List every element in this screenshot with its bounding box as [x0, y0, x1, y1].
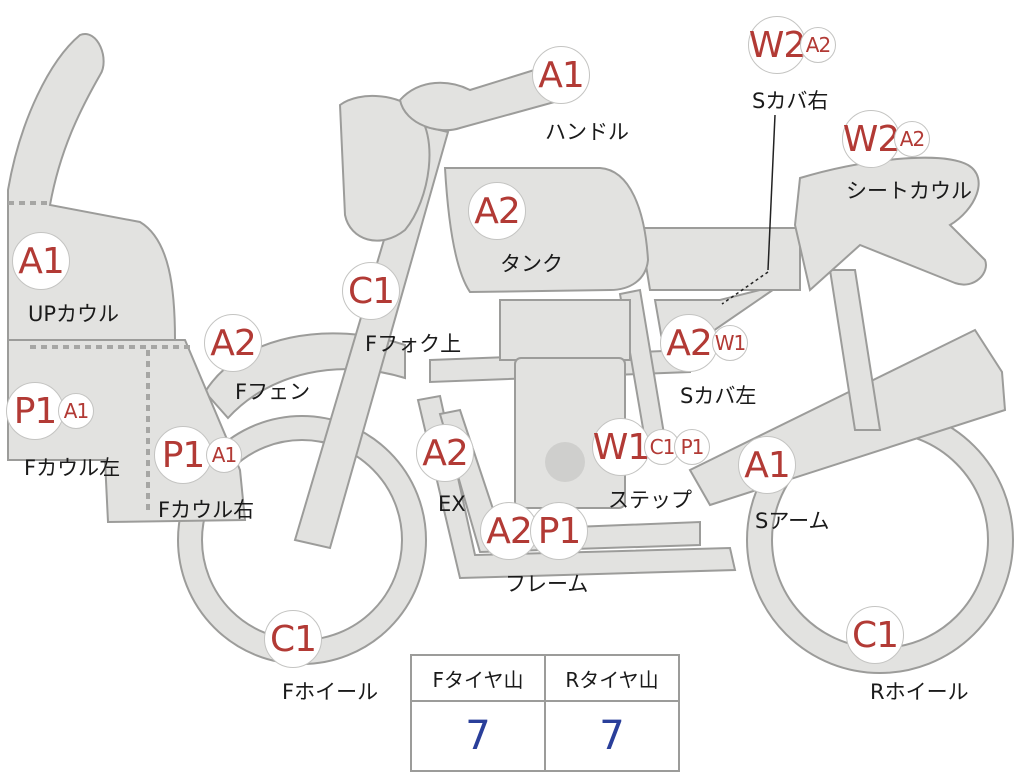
- code-badge: A2: [416, 424, 474, 482]
- ffork-marker: C1: [342, 262, 400, 320]
- frame-label: フレーム: [505, 572, 589, 596]
- code-badge: A1: [738, 436, 796, 494]
- rear-tire-tread-header: Rタイヤ山: [544, 654, 680, 702]
- sarm-marker: A1: [738, 436, 796, 494]
- code-badge: A2: [800, 27, 836, 63]
- code-badge: P1: [6, 382, 64, 440]
- code-badge: C1: [342, 262, 400, 320]
- code-badge: A1: [206, 437, 242, 473]
- code-badge: A1: [58, 393, 94, 429]
- upcowl-label: UPカウル: [28, 302, 120, 326]
- step-marker: W1 C1 P1: [592, 418, 710, 476]
- code-badge: P1: [154, 426, 212, 484]
- code-badge: W2: [842, 110, 900, 168]
- code-badge: C1: [644, 429, 680, 465]
- code-badge: A1: [532, 46, 590, 104]
- rear-wheel-shape: [746, 406, 1014, 674]
- code-badge: W1: [592, 418, 650, 476]
- scov-r-label: Sカバ右: [752, 89, 829, 113]
- fcowl-r-marker: P1 A1: [154, 426, 242, 484]
- rwheel-label: Rホイール: [870, 680, 969, 704]
- code-badge: A2: [894, 121, 930, 157]
- seat-cowl-marker: W2 A2: [842, 110, 930, 168]
- code-badge: C1: [264, 610, 322, 668]
- headlight-shape: [338, 94, 431, 242]
- tank-label: タンク: [500, 252, 563, 276]
- seat-cowl-label: シートカウル: [846, 179, 972, 203]
- code-badge: W2: [748, 16, 806, 74]
- tank-marker: A2: [468, 182, 526, 240]
- step-label: ステップ: [608, 488, 692, 512]
- code-badge: W1: [712, 325, 748, 361]
- fcowl-l-label: Fカウル左: [24, 456, 121, 480]
- ffender-marker: A2: [204, 314, 262, 372]
- engine-shape: [499, 299, 631, 509]
- upper-cowl-shape: [7, 33, 177, 341]
- handle-marker: A1: [532, 46, 590, 104]
- code-badge: A1: [12, 232, 70, 290]
- code-badge: A2: [468, 182, 526, 240]
- rear-tire-tread-value: 7: [544, 700, 680, 772]
- ffender-label: Fフェン: [235, 380, 311, 404]
- code-badge: P1: [674, 429, 710, 465]
- fwheel-marker: C1: [264, 610, 322, 668]
- front-tire-tread-value: 7: [410, 700, 546, 772]
- front-tire-tread-header: Fタイヤ山: [410, 654, 546, 702]
- code-badge: A2: [204, 314, 262, 372]
- fcowl-r-label: Fカウル右: [158, 498, 255, 522]
- code-badge: A2: [480, 502, 538, 560]
- rwheel-marker: C1: [846, 606, 904, 664]
- frame-marker: A2 P1: [480, 502, 588, 560]
- tire-tread-table: Fタイヤ山 Rタイヤ山 7 7: [410, 654, 680, 772]
- ffork-label: Fフォク上: [365, 332, 462, 356]
- ex-label: EX: [438, 492, 466, 516]
- ex-marker: A2: [416, 424, 474, 482]
- scov-l-label: Sカバ左: [680, 384, 757, 408]
- fwheel-label: Fホイール: [282, 680, 379, 704]
- rear-support-shape: [828, 269, 882, 431]
- seat-shape: [638, 227, 801, 291]
- code-badge: A2: [660, 314, 718, 372]
- sarm-label: Sアーム: [755, 509, 830, 533]
- upcowl-marker: A1: [12, 232, 70, 290]
- handle-label: ハンドル: [545, 120, 629, 144]
- code-badge: P1: [530, 502, 588, 560]
- scov-r-marker: W2 A2: [748, 16, 836, 74]
- code-badge: C1: [846, 606, 904, 664]
- scov-l-marker: A2 W1: [660, 314, 748, 372]
- fcowl-l-marker: P1 A1: [6, 382, 94, 440]
